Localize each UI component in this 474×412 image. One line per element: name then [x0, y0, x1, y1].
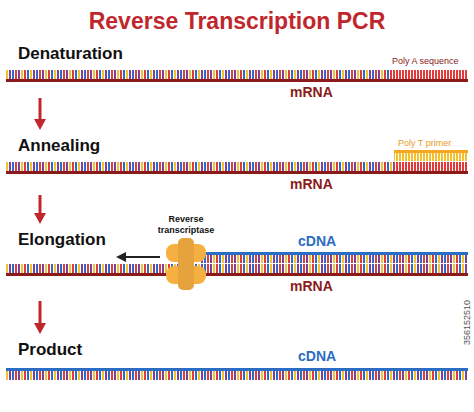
enzyme-shape — [166, 238, 206, 290]
step-band: Product — [10, 336, 465, 382]
strand-label: mRNA — [290, 278, 333, 294]
strand-label: cDNA — [298, 348, 336, 364]
direction-arrow — [116, 252, 160, 262]
sequence-label: Poly A sequence — [392, 56, 459, 66]
step-arrow — [34, 195, 46, 224]
step-band: Annealing — [10, 132, 465, 192]
step-band: Elongation — [10, 226, 465, 298]
strand-label: cDNA — [298, 233, 336, 249]
watermark: 356152510 — [462, 300, 472, 345]
step-arrow — [34, 301, 46, 334]
mrna-strand — [6, 70, 468, 82]
step-band: Denaturation — [10, 40, 465, 95]
cdna-strand — [200, 252, 468, 263]
enzyme-label: Reverse transcriptase — [140, 214, 232, 236]
step-arrow — [34, 98, 46, 130]
cdna-strand — [6, 368, 468, 380]
mrna-strand — [6, 162, 468, 174]
primer-strand — [394, 150, 468, 161]
step-heading: Product — [18, 340, 82, 360]
step-heading: Elongation — [18, 230, 106, 250]
strand-label: mRNA — [290, 84, 333, 100]
strand-label: mRNA — [290, 176, 333, 192]
title: Reverse Transcription PCR — [0, 8, 474, 35]
primer-label: Poly T primer — [398, 138, 451, 148]
mrna-strand — [6, 264, 468, 276]
step-heading: Annealing — [18, 136, 100, 156]
step-heading: Denaturation — [18, 44, 123, 64]
